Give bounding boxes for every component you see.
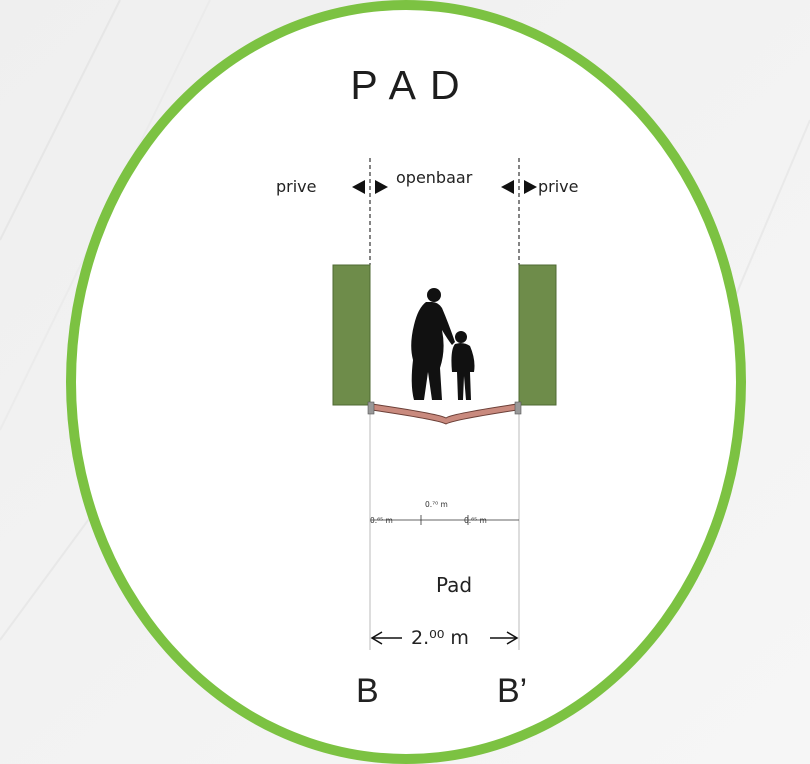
curb-right	[514, 401, 522, 415]
dim-label-right: 0.⁶⁵ m	[464, 516, 487, 525]
paving-surface	[371, 403, 518, 425]
arrow-left-icon	[370, 631, 383, 645]
arrow-left-icon	[501, 180, 514, 194]
dim-label-center: 0.⁷⁰ m	[425, 500, 448, 509]
section-marker-end: B’	[497, 672, 528, 710]
arrow-right-icon	[524, 180, 537, 194]
arrow-right-icon	[506, 631, 519, 645]
child-silhouette-icon	[451, 331, 475, 400]
section-marker-start: B	[356, 672, 379, 710]
label-openbaar: openbaar	[396, 168, 473, 187]
page-title: PAD	[350, 62, 474, 108]
hedge-icon	[518, 264, 557, 406]
label-prive-left: prive	[276, 177, 317, 196]
hedge-icon	[332, 264, 371, 406]
dim-label-left: 0.⁶⁵ m	[370, 516, 393, 525]
arrow-right-icon	[375, 180, 388, 194]
label-prive-right: prive	[538, 177, 579, 196]
label-path-name: Pad	[435, 573, 473, 597]
label-total-width: 2.⁰⁰ m	[411, 627, 469, 649]
arrow-left-icon	[352, 180, 365, 194]
curb-left	[367, 401, 375, 415]
person-silhouette-icon	[411, 288, 455, 400]
